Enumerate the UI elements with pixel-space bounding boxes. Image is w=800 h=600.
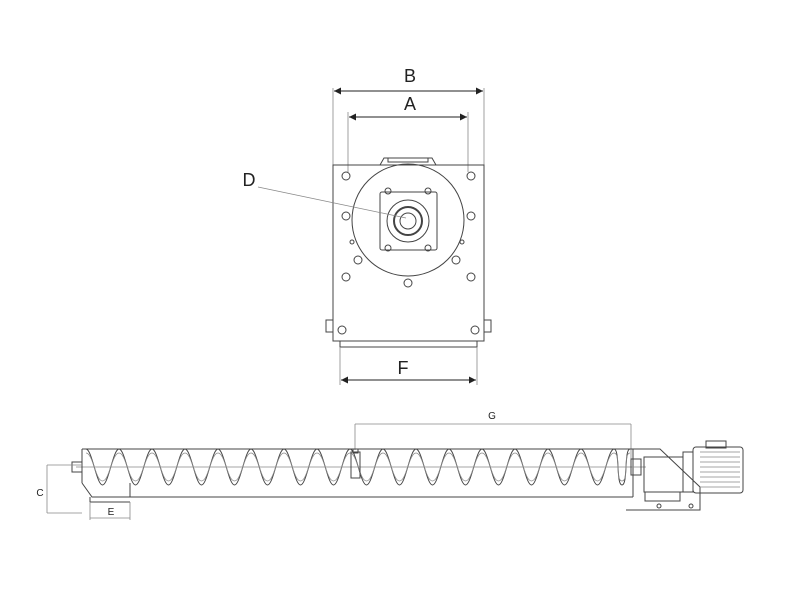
- screw-flight-inner-edge: [85, 452, 120, 482]
- motor-cooling-fins: [700, 451, 740, 488]
- side-view: G C E: [36, 411, 744, 520]
- bolt-hole: [349, 239, 355, 245]
- screw-flight-turn: [184, 448, 219, 486]
- bolt-hole: [384, 187, 392, 195]
- leader-line-d: [257, 186, 407, 219]
- mounting-bolt-left: [656, 503, 662, 509]
- screw-flight-turn: [415, 448, 450, 486]
- dimension-label-c: C: [36, 488, 43, 499]
- bolt-hole: [341, 211, 351, 221]
- bolt-holes: [337, 171, 480, 335]
- bearing-outer-ring: [386, 199, 430, 243]
- bolt-hole: [466, 272, 476, 282]
- screw-flight-inner-edge: [217, 452, 252, 482]
- dimension-label-b: B: [404, 66, 416, 86]
- drive-end-bearing: [630, 458, 642, 476]
- dimension-label-a: A: [404, 94, 416, 114]
- dimension-label-e: E: [108, 507, 115, 518]
- screw-flight-turn: [316, 448, 351, 486]
- motor-terminal-box: [705, 440, 727, 449]
- bolt-hole: [451, 255, 461, 265]
- screw-flight-inner-edge: [415, 452, 450, 482]
- screw-flight-turn: [382, 448, 417, 486]
- bolt-hole: [424, 187, 432, 195]
- screw-flight-turn: [448, 448, 483, 486]
- front-view: B A D F: [243, 66, 492, 385]
- bolt-hole: [459, 239, 465, 245]
- screw-flight-inner-edge: [250, 452, 285, 482]
- screw-flight-inner-edge: [316, 452, 351, 482]
- screw-flight-inner-edge: [151, 452, 186, 482]
- bearing-inner-ring: [399, 212, 417, 230]
- bolt-hole: [466, 211, 476, 221]
- bolt-hole: [384, 244, 392, 252]
- screw-flight-turn: [85, 448, 120, 486]
- dimension-label-d: D: [243, 170, 256, 190]
- bolt-hole: [341, 171, 351, 181]
- base-foot: [339, 340, 478, 348]
- bolt-hole: [341, 272, 351, 282]
- screw-flight-turn: [118, 448, 153, 486]
- motor-body: [692, 446, 744, 494]
- screw-flight-turn: [349, 448, 384, 486]
- bolt-hole: [466, 171, 476, 181]
- flange-circle: [351, 163, 465, 277]
- screw-flight-turn: [580, 448, 615, 486]
- end-plate: [332, 164, 485, 342]
- tail-shaft: [71, 461, 83, 473]
- screw-flight-inner-edge: [283, 452, 318, 482]
- inlet-hopper: [81, 482, 131, 498]
- screw-flight-turn: [250, 448, 285, 486]
- screw-flight-inner-edge: [547, 452, 582, 482]
- screw-flight-inner-edge: [349, 452, 384, 482]
- bolt-hole: [353, 255, 363, 265]
- screw-flight-turn: [151, 448, 186, 486]
- gearbox-base: [644, 491, 681, 502]
- bolt-hole: [424, 244, 432, 252]
- hanger-bearing: [350, 451, 361, 479]
- bolt-hole: [403, 278, 413, 288]
- dimension-label-g: G: [488, 411, 496, 422]
- side-lug-left: [325, 319, 334, 333]
- top-flange-plate: [387, 157, 429, 163]
- screw-flight-inner-edge: [118, 452, 153, 482]
- screw-flight-inner-edge: [514, 452, 549, 482]
- screw-flight-inner-edge: [481, 452, 516, 482]
- screw-flight-turn: [283, 448, 318, 486]
- side-lug-right: [483, 319, 492, 333]
- bearing-square: [379, 191, 438, 251]
- screw-flight-turn: [481, 448, 516, 486]
- bolt-hole: [337, 325, 347, 335]
- screw-flight-turn: [514, 448, 549, 486]
- screw-flight-inner-edge: [580, 452, 615, 482]
- mounting-bolt-right: [688, 503, 694, 509]
- bearing-mid-ring: [393, 206, 423, 236]
- screw-flights: [85, 448, 631, 486]
- bolt-hole: [470, 325, 480, 335]
- screw-flight-inner-edge: [382, 452, 417, 482]
- dimension-label-f: F: [398, 358, 409, 378]
- screw-flight-inner-edge: [613, 452, 631, 482]
- gearbox: [643, 456, 684, 493]
- screw-flight-turn: [217, 448, 252, 486]
- screw-flight-turn: [547, 448, 582, 486]
- hanger-bearing-cap: [352, 448, 359, 454]
- screw-flight-inner-edge: [184, 452, 219, 482]
- screw-flight-inner-edge: [448, 452, 483, 482]
